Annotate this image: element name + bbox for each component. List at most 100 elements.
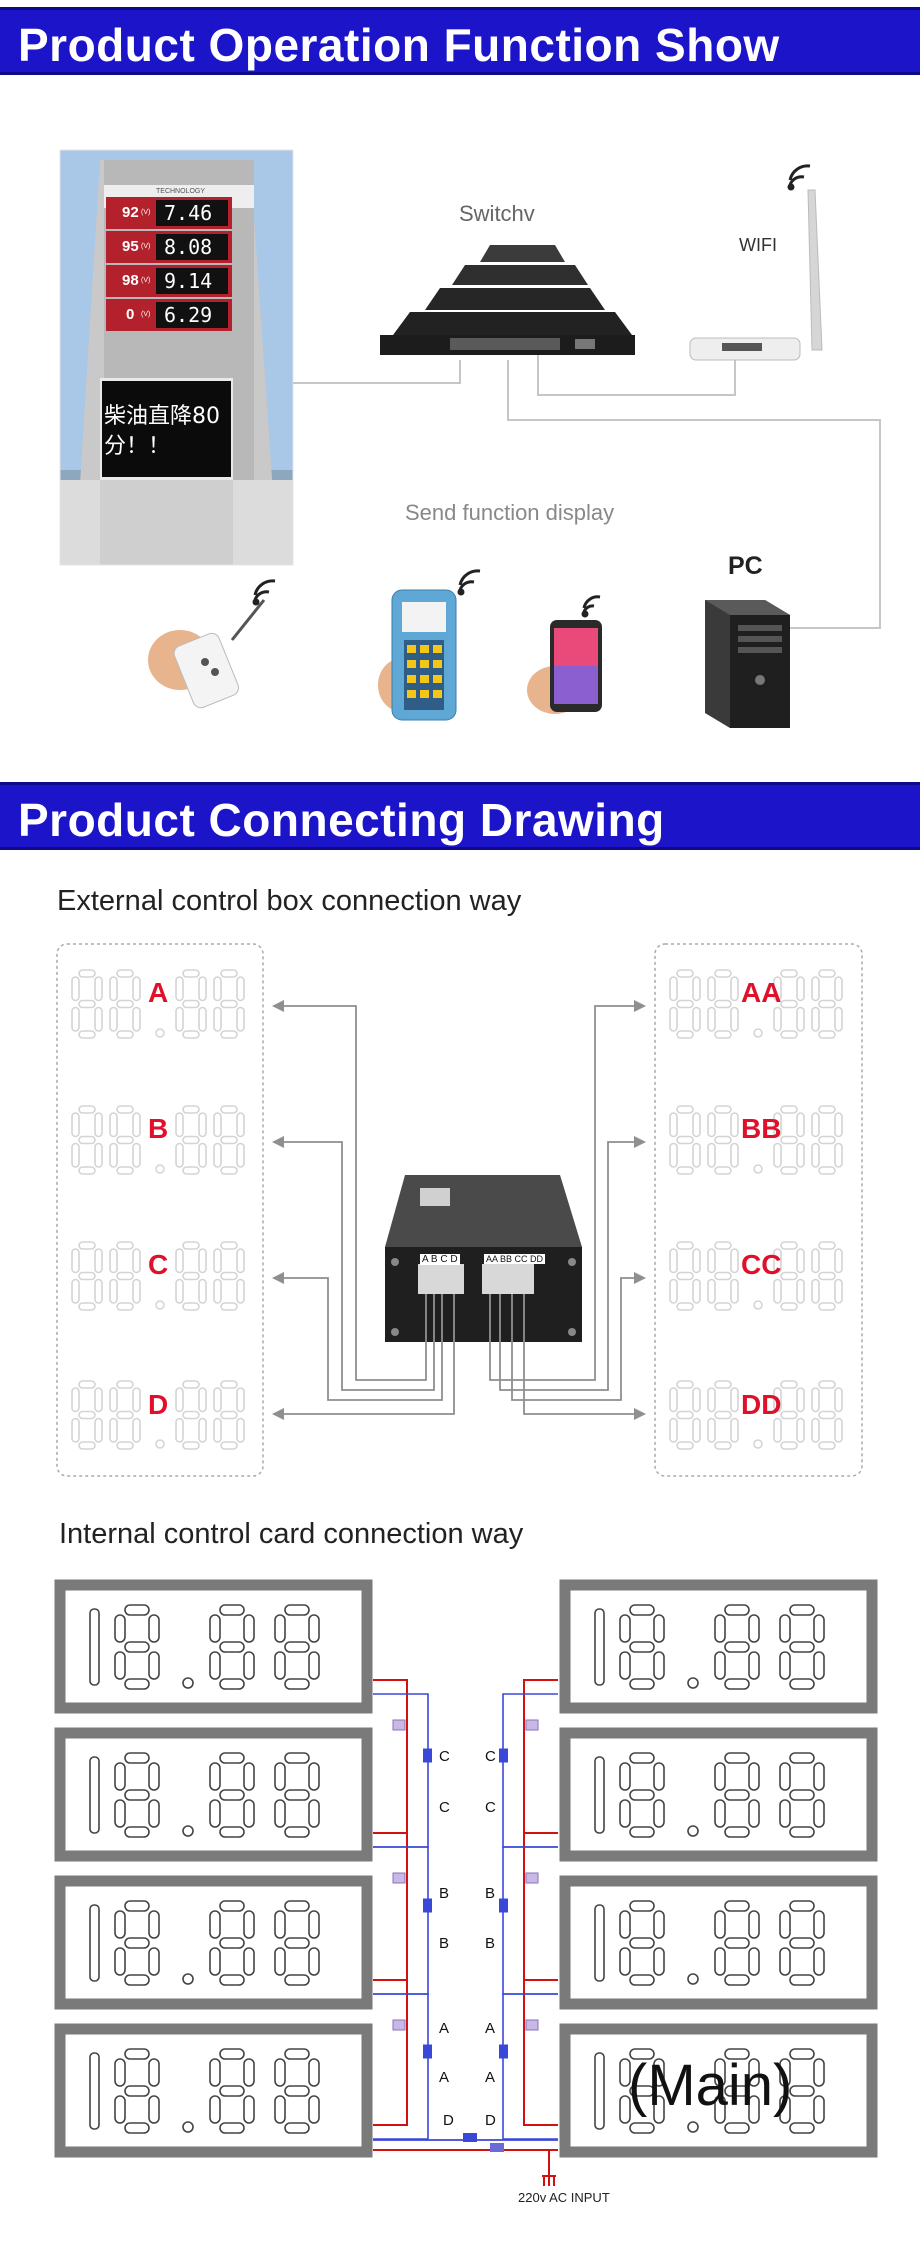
- connector-d-2: [490, 2143, 504, 2152]
- control-box-screw-4: [568, 1328, 576, 1336]
- ext-left-dot-0: [156, 1029, 164, 1037]
- main-panel-label: (Main): [628, 2052, 792, 2119]
- wire-label-left-d: D: [443, 2112, 454, 2129]
- ext-left-dot-2: [156, 1301, 164, 1309]
- ext-right-digit-0-1: [670, 970, 700, 1038]
- wire-int-left-blue-2: [373, 1994, 428, 2139]
- terminal-right-0: [526, 1720, 538, 1730]
- ext-left-digit-2-4: [214, 1242, 244, 1310]
- wire-label-right-a2: A: [485, 2069, 495, 2086]
- external-label-b: B: [148, 1113, 168, 1145]
- ext-right-digit-3-4: [812, 1381, 842, 1449]
- ext-left-digit-0-3: [176, 970, 206, 1038]
- ext-left-digit-2-1: [72, 1242, 102, 1310]
- ext-right-digit-1-4: [812, 1106, 842, 1174]
- panel-right-2: [565, 1881, 872, 2004]
- external-label-bb: BB: [741, 1113, 781, 1145]
- wire-int-left-red-1: [373, 1833, 407, 1980]
- wire-label-left-c2: C: [439, 1799, 450, 1816]
- wire-label-right-b1: B: [485, 1885, 495, 1902]
- connector-left-0: [423, 1749, 432, 1763]
- ext-left-digit-0-2: [110, 970, 140, 1038]
- wire-label-left-c1: C: [439, 1748, 450, 1765]
- ext-left-dot-1: [156, 1165, 164, 1173]
- control-box-port-left: [418, 1264, 464, 1294]
- ext-left-digit-1-3: [176, 1106, 206, 1174]
- ext-right-dot-2: [754, 1301, 762, 1309]
- ext-left-digit-1-4: [214, 1106, 244, 1174]
- terminal-right-1: [526, 1873, 538, 1883]
- terminal-left-2: [393, 2020, 405, 2030]
- ext-right-digit-0-2: [708, 970, 738, 1038]
- connector-right-2: [499, 2045, 508, 2059]
- external-label-a: A: [148, 977, 168, 1009]
- panel-right-1: [565, 1733, 872, 1856]
- arrow-ext-bb: [634, 1136, 646, 1148]
- wire-int-right-red-0: [524, 1680, 558, 1833]
- wire-int-right-red-2: [524, 1980, 558, 2125]
- ext-left-digit-0-4: [214, 970, 244, 1038]
- wire-label-right-a1: A: [485, 2020, 495, 2037]
- wire-label-right-c2: C: [485, 1799, 496, 1816]
- wire-label-left-a2: A: [439, 2069, 449, 2086]
- ext-right-digit-1-1: [670, 1106, 700, 1174]
- wire-int-right-blue-0: [503, 1694, 558, 1847]
- control-box-screw-2: [568, 1258, 576, 1266]
- connector-d-1: [463, 2133, 477, 2142]
- ext-right-digit-3-1: [670, 1381, 700, 1449]
- wire-int-right-blue-2: [503, 1994, 558, 2139]
- panel-left-2: [60, 1881, 367, 2004]
- arrow-ext-d: [272, 1408, 284, 1420]
- control-box-screw-1: [391, 1258, 399, 1266]
- ext-left-digit-3-2: [110, 1381, 140, 1449]
- arrow-ext-a: [272, 1000, 284, 1012]
- ext-right-digit-3-2: [708, 1381, 738, 1449]
- arrow-ext-cc: [634, 1272, 646, 1284]
- arrow-ext-c: [272, 1272, 284, 1284]
- ext-right-dot-0: [754, 1029, 762, 1037]
- wire-label-right-b2: B: [485, 1935, 495, 1952]
- ext-right-digit-2-4: [812, 1242, 842, 1310]
- wire-int-right-blue-1: [503, 1847, 558, 1994]
- wire-int-left-blue-0: [373, 1694, 428, 1847]
- box-port-right-label: AA BB CC DD: [484, 1254, 545, 1264]
- ext-right-digit-2-2: [708, 1242, 738, 1310]
- internal-title: Internal control card connection way: [59, 1518, 523, 1551]
- ext-left-digit-2-3: [176, 1242, 206, 1310]
- panel-left-1: [60, 1733, 367, 1856]
- control-box-top: [385, 1175, 582, 1247]
- panel-right-0: [565, 1585, 872, 1708]
- ext-right-dot-3: [754, 1440, 762, 1448]
- panel-left-3: [60, 2029, 367, 2152]
- control-box-screw-3: [391, 1328, 399, 1336]
- external-label-cc: CC: [741, 1249, 781, 1281]
- external-label-dd: DD: [741, 1389, 781, 1421]
- wire-label-right-c1: C: [485, 1748, 496, 1765]
- terminal-right-2: [526, 2020, 538, 2030]
- control-box-sticker: [420, 1188, 450, 1206]
- ext-left-digit-1-1: [72, 1106, 102, 1174]
- wire-label-left-a1: A: [439, 2020, 449, 2037]
- connector-right-1: [499, 1899, 508, 1913]
- control-box-port-right: [482, 1264, 534, 1294]
- ext-right-digit-1-2: [708, 1106, 738, 1174]
- connector-left-1: [423, 1899, 432, 1913]
- arrow-ext-aa: [634, 1000, 646, 1012]
- wire-int-left-red-0: [373, 1680, 407, 1833]
- wire-int-left-blue-1: [373, 1847, 428, 1994]
- ext-left-digit-1-2: [110, 1106, 140, 1174]
- ext-right-digit-2-1: [670, 1242, 700, 1310]
- ext-left-digit-3-3: [176, 1381, 206, 1449]
- arrow-ext-dd: [634, 1408, 646, 1420]
- wire-label-right-d: D: [485, 2112, 496, 2129]
- ext-right-dot-1: [754, 1165, 762, 1173]
- connector-right-0: [499, 1749, 508, 1763]
- terminal-left-0: [393, 1720, 405, 1730]
- ext-left-dot-3: [156, 1440, 164, 1448]
- panel-left-0: [60, 1585, 367, 1708]
- external-label-aa: AA: [741, 977, 781, 1009]
- wire-int-right-red-1: [524, 1833, 558, 1980]
- external-label-d: D: [148, 1389, 168, 1421]
